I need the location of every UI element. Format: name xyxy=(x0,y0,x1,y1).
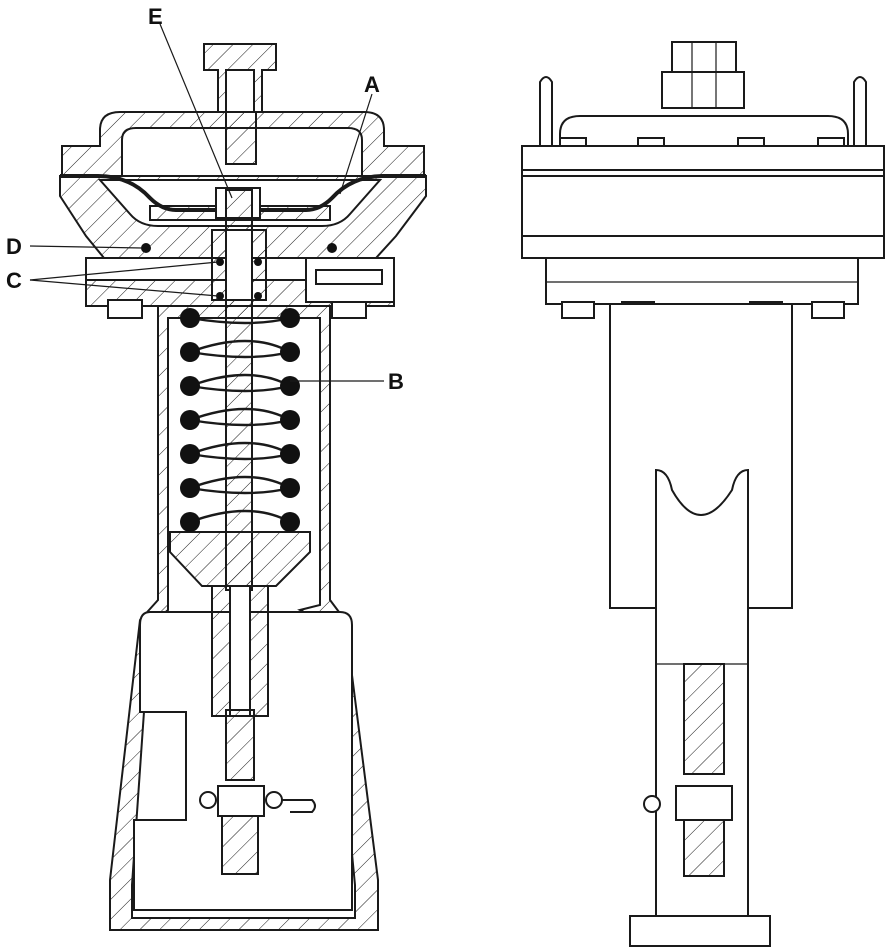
callout-a: A xyxy=(364,72,380,97)
stem-clamp-side xyxy=(675,785,733,821)
flange-bolt xyxy=(107,299,143,319)
stem-o-ring xyxy=(216,292,224,300)
leader-c xyxy=(29,261,219,281)
lifting-eye xyxy=(853,76,867,146)
case-flange xyxy=(521,145,885,259)
stem-clamp xyxy=(217,785,265,817)
valve-stem-side xyxy=(683,819,725,877)
valve-stem xyxy=(221,815,259,875)
stem-connector xyxy=(225,709,255,781)
hex-nut-lower xyxy=(661,71,745,109)
base xyxy=(629,915,771,947)
leader-d xyxy=(29,245,143,249)
stem-o-ring xyxy=(216,258,224,266)
callout-b: B xyxy=(388,369,404,394)
clamp-bolt xyxy=(265,791,283,809)
upper-case xyxy=(559,115,849,147)
stem-tube-side xyxy=(683,663,725,775)
case-o-ring xyxy=(141,243,151,253)
spring-seat xyxy=(169,531,311,587)
leader-e xyxy=(159,23,233,199)
section-view: A B C D E xyxy=(6,4,427,931)
case-o-ring xyxy=(327,243,337,253)
stem-guide-bore xyxy=(225,229,253,301)
clamp-bolt xyxy=(199,791,217,809)
callout-d: D xyxy=(6,234,22,259)
top-screw-bore xyxy=(225,69,255,113)
port-channel xyxy=(315,269,383,285)
callout-e: E xyxy=(148,4,163,29)
callout-c: C xyxy=(6,268,22,293)
side-view xyxy=(521,41,885,947)
stem-o-ring xyxy=(254,258,262,266)
stem-tube-bore xyxy=(229,585,251,717)
hex-nut xyxy=(671,41,737,73)
lifting-eye xyxy=(539,76,553,146)
leader-a xyxy=(339,93,373,195)
yoke-flange-side xyxy=(545,257,859,305)
stem-o-ring xyxy=(254,292,262,300)
travel-indicator xyxy=(282,799,316,813)
leader-c xyxy=(29,279,219,297)
